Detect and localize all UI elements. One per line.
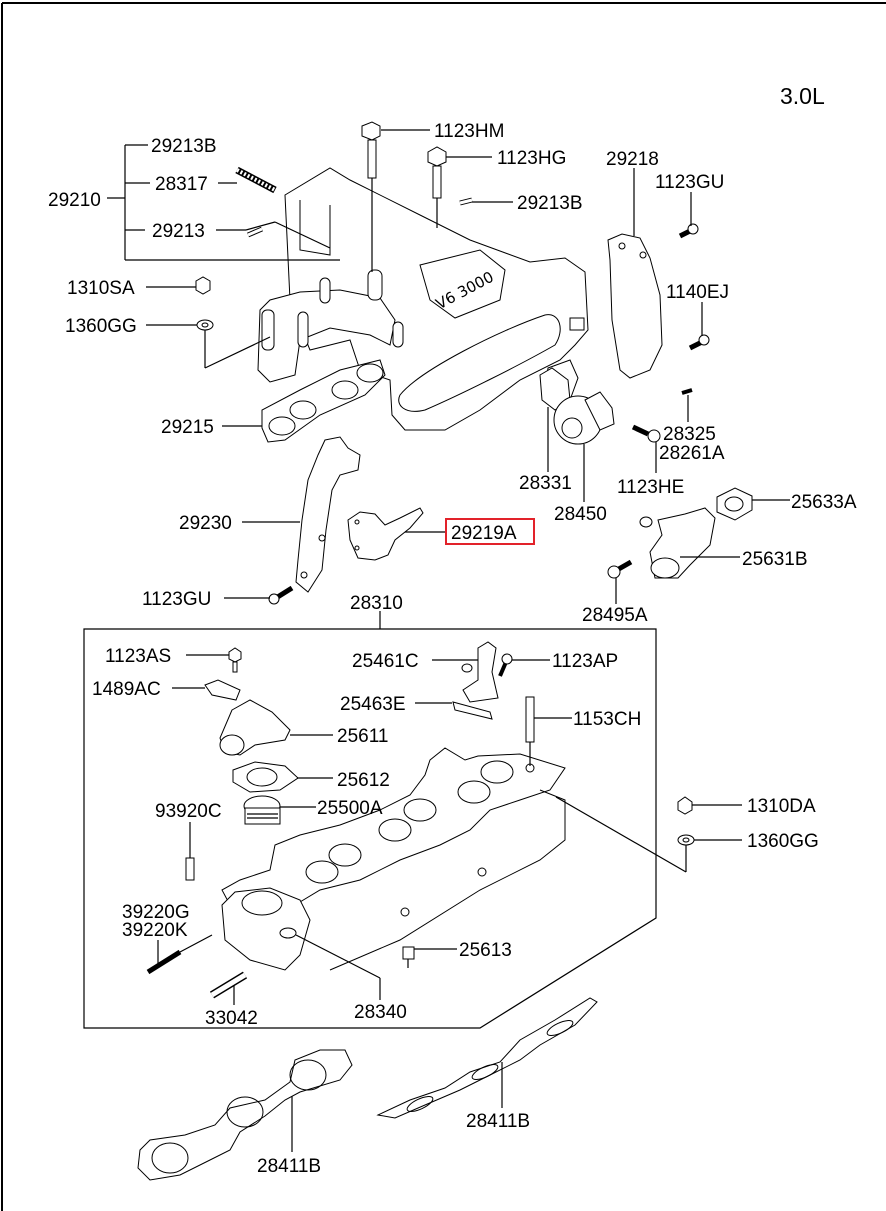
label-29213B-right[interactable]: 29213B bbox=[517, 193, 583, 214]
valve-28450-drawing bbox=[539, 367, 615, 445]
bracket-29219A-drawing bbox=[347, 507, 424, 561]
label-29218[interactable]: 29218 bbox=[606, 149, 659, 170]
label-33042[interactable]: 33042 bbox=[205, 1008, 258, 1029]
label-28261A[interactable]: 28261A bbox=[659, 443, 725, 464]
assembly-28310-box bbox=[83, 628, 657, 1029]
label-29215[interactable]: 29215 bbox=[161, 417, 214, 438]
label-39220G[interactable]: 39220G bbox=[122, 902, 190, 923]
label-25612[interactable]: 25612 bbox=[337, 770, 390, 791]
water-outlet-drawing bbox=[607, 487, 753, 579]
label-28450[interactable]: 28450 bbox=[554, 504, 607, 525]
label-25500A[interactable]: 25500A bbox=[317, 798, 383, 819]
lower-intake-manifold-drawing bbox=[221, 747, 566, 971]
label-25463E[interactable]: 25463E bbox=[340, 694, 406, 715]
label-1123HG[interactable]: 1123HG bbox=[497, 148, 566, 169]
engine-displacement-label: 3.0L bbox=[780, 83, 825, 109]
label-93920C[interactable]: 93920C bbox=[155, 801, 222, 822]
label-1123HE[interactable]: 1123HE bbox=[617, 477, 684, 498]
label-1123HM[interactable]: 1123HM bbox=[434, 121, 504, 142]
plenum-gasket-drawing bbox=[261, 359, 386, 443]
label-25611[interactable]: 25611 bbox=[337, 726, 388, 747]
leader-lines bbox=[107, 129, 790, 1152]
label-1310SA[interactable]: 1310SA bbox=[67, 278, 135, 299]
lower-box-small-parts bbox=[146, 641, 535, 999]
label-1360GG-right[interactable]: 1360GG bbox=[747, 831, 819, 852]
label-29230[interactable]: 29230 bbox=[179, 513, 232, 534]
label-28331[interactable]: 28331 bbox=[519, 473, 572, 494]
label-1153CH[interactable]: 1153CH bbox=[573, 709, 641, 730]
right-fasteners-drawing bbox=[677, 796, 695, 846]
label-28317[interactable]: 28317 bbox=[155, 174, 208, 195]
label-1489AC[interactable]: 1489AC bbox=[92, 679, 161, 700]
label-28325[interactable]: 28325 bbox=[663, 424, 716, 445]
fastener-drawings-top bbox=[195, 121, 473, 331]
highlight-box-29219A bbox=[445, 518, 535, 545]
label-28310[interactable]: 28310 bbox=[350, 593, 403, 614]
label-28495A[interactable]: 28495A bbox=[582, 605, 648, 626]
label-25613[interactable]: 25613 bbox=[459, 940, 512, 961]
label-39220K[interactable]: 39220K bbox=[122, 920, 188, 941]
label-25633A[interactable]: 25633A bbox=[791, 492, 857, 513]
label-28411B-left[interactable]: 28411B bbox=[257, 1156, 321, 1177]
part-labels: 29213B 29210 28317 29213 1123HM 1123HG 2… bbox=[48, 121, 857, 1177]
label-1140EJ[interactable]: 1140EJ bbox=[666, 282, 729, 303]
label-1123AP[interactable]: 1123AP bbox=[552, 651, 618, 672]
label-1123GU-bottom[interactable]: 1123GU bbox=[142, 589, 211, 610]
label-25461C[interactable]: 25461C bbox=[352, 651, 419, 672]
label-1123GU-top[interactable]: 1123GU bbox=[655, 172, 724, 193]
label-28340[interactable]: 28340 bbox=[354, 1002, 407, 1023]
exhaust-gasket-left-drawing bbox=[137, 1049, 353, 1181]
label-28411B-right[interactable]: 28411B bbox=[466, 1111, 530, 1132]
label-29213[interactable]: 29213 bbox=[152, 221, 205, 242]
label-29213B-top[interactable]: 29213B bbox=[151, 136, 217, 157]
label-25631B[interactable]: 25631B bbox=[742, 549, 808, 570]
label-1310DA[interactable]: 1310DA bbox=[747, 796, 816, 817]
label-1360GG-left[interactable]: 1360GG bbox=[65, 316, 137, 337]
bracket-29218-drawing bbox=[607, 223, 710, 443]
bracket-29230-drawing bbox=[268, 436, 361, 605]
exhaust-gasket-right-drawing bbox=[376, 997, 598, 1119]
label-1123AS[interactable]: 1123AS bbox=[105, 646, 171, 667]
label-29219A[interactable]: 29219A bbox=[451, 523, 517, 544]
label-29210[interactable]: 29210 bbox=[48, 190, 101, 211]
